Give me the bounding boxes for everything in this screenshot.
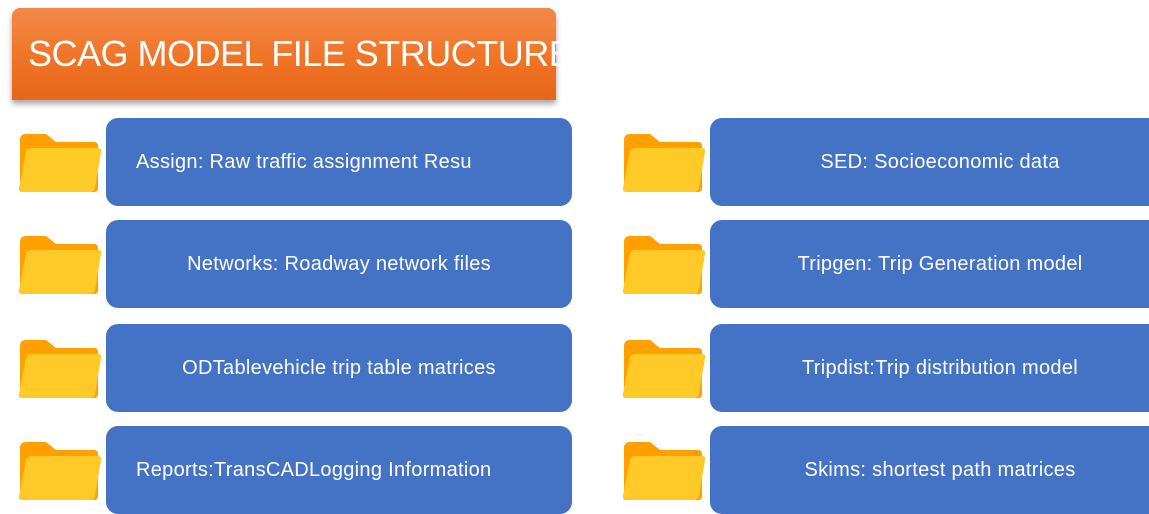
title-banner: SCAG MODEL FILE STRUCTURE: [12, 8, 573, 100]
folder-label-box: Reports:TransCADLogging Information: [106, 426, 572, 514]
folder-icon: [620, 438, 706, 502]
folder-label-box: Skims: shortest path matrices: [710, 426, 1149, 514]
folder-icon: [620, 232, 706, 296]
folder-label-box: Tripdist:Trip distribution model: [710, 324, 1149, 412]
folder-label-box: Tripgen: Trip Generation model: [710, 220, 1149, 308]
folder-icon: [620, 130, 706, 194]
page-title: SCAG MODEL FILE STRUCTURE: [28, 33, 573, 74]
folder-icon: [16, 336, 102, 400]
folder-label-box: SED: Socioeconomic data: [710, 118, 1149, 206]
folder-icon: [620, 336, 706, 400]
folder-icon: [16, 438, 102, 502]
folder-label-box: ODTablevehicle trip table matrices: [106, 324, 572, 412]
folder-icon: [16, 130, 102, 194]
folder-label-box: Networks: Roadway network files: [106, 220, 572, 308]
folder-label-box: Assign: Raw traffic assignment Resu: [106, 118, 572, 206]
folder-icon: [16, 232, 102, 296]
